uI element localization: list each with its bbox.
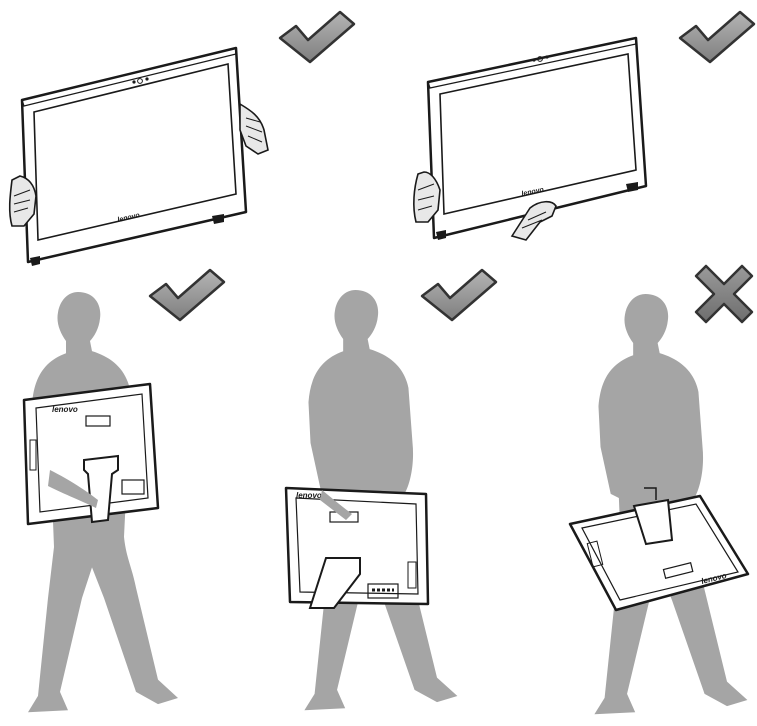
checkmark-icon: [422, 270, 496, 320]
checkmark-icon: [150, 270, 224, 320]
checkmark-icon: [680, 12, 754, 62]
panel-hold-side-and-bottom: lenovo: [414, 12, 754, 240]
checkmark-icon: [280, 12, 354, 62]
brand-logo: lenovo: [52, 405, 78, 414]
monitor-front-tilted: lenovo: [22, 48, 246, 266]
cross-icon: [696, 266, 752, 322]
panel-hold-sides: lenovo: [10, 12, 354, 266]
brand-logo: lenovo: [296, 491, 322, 500]
panel-carry-by-stand-tilted: lenovo: [570, 266, 752, 714]
monitor-back: lenovo: [286, 488, 428, 608]
hand-right: [240, 104, 268, 154]
monitor-back-tilted: lenovo: [570, 488, 748, 610]
panel-carry-by-stand-upright: lenovo: [286, 270, 496, 710]
panel-carry-under-arm: lenovo: [24, 270, 224, 712]
